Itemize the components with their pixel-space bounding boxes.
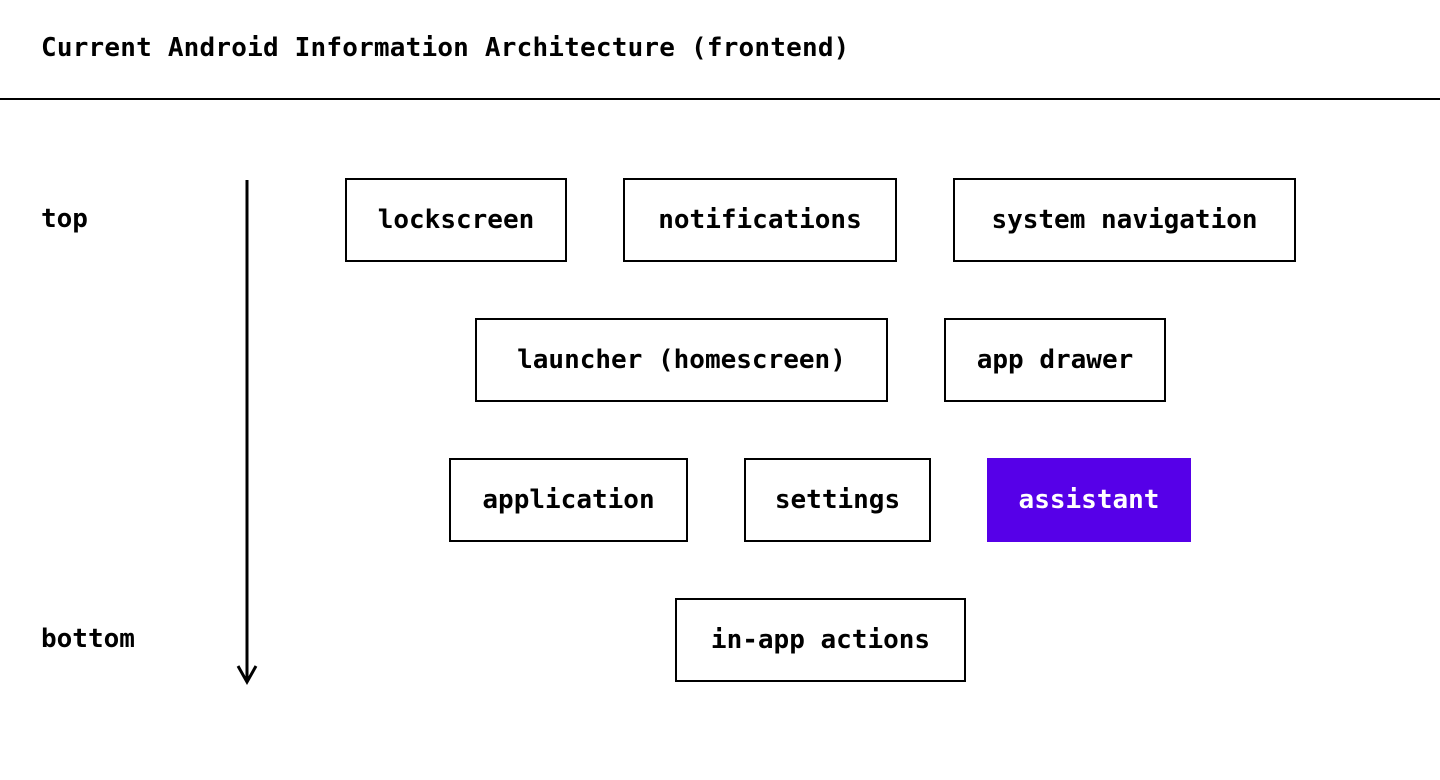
axis-top-label: top (41, 204, 88, 234)
axis-bottom-label: bottom (41, 624, 135, 654)
node-in-app-actions: in-app actions (675, 598, 966, 682)
node-app-drawer: app drawer (944, 318, 1166, 402)
node-assistant: assistant (987, 458, 1191, 542)
page-title: Current Android Information Architecture… (41, 33, 850, 63)
node-notifications: notifications (623, 178, 897, 262)
node-application: application (449, 458, 688, 542)
node-lockscreen: lockscreen (345, 178, 567, 262)
arrow-down-icon (236, 665, 258, 686)
node-launcher: launcher (homescreen) (475, 318, 888, 402)
header: Current Android Information Architecture… (0, 0, 1440, 100)
node-settings: settings (744, 458, 931, 542)
node-system-navigation: system navigation (953, 178, 1296, 262)
vertical-axis-arrow (236, 180, 258, 686)
